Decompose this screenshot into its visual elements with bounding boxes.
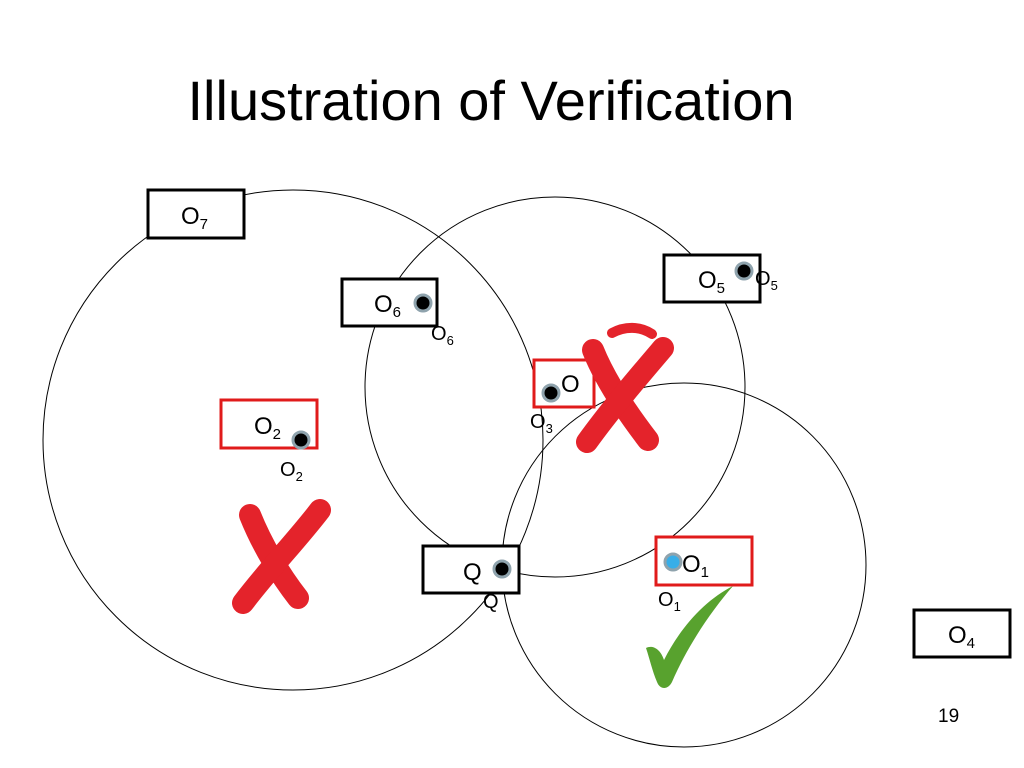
object-o4-label: O [948,622,967,649]
object-o3-point [541,383,561,403]
object-o4-box [912,608,1012,659]
object-o2-point [291,430,311,450]
svg-text:O5: O5 [755,268,778,293]
search-circle-o3 [364,196,746,578]
object-o5-point [734,261,754,281]
cross-mark-blob [607,322,657,339]
svg-text:O2: O2 [280,459,303,484]
object-o4-sub: 4 [967,635,975,652]
object-o1-point-label: O [658,589,674,611]
object-o5-label: O [698,267,717,294]
search-circle-o2 [42,189,544,691]
object-o7-sub: 7 [200,216,208,233]
object-o3-label: O [561,371,580,398]
object-o1: O1 O1 [654,535,754,614]
object-o2: O2 O2 [219,398,319,484]
object-o2-point-label: O [280,459,296,481]
svg-text:O6: O6 [431,323,454,348]
svg-text:O6: O6 [374,291,401,321]
object-o2-point-sub: 2 [296,469,303,484]
object-q-point [492,559,512,579]
svg-text:O1: O1 [658,589,681,614]
cross-mark-icon [232,499,331,614]
cross-mark-stroke-2 [232,499,331,614]
svg-text:O3: O3 [530,411,553,436]
slide-title: Illustration of Verification [187,69,795,132]
svg-text:O2: O2 [254,413,281,443]
object-o1-point [663,552,683,572]
object-o7: O7 [146,188,246,240]
object-o3-point-sub: 3 [546,421,553,436]
object-o6-sub: 6 [393,304,401,321]
svg-text:O5: O5 [698,267,725,297]
object-o5-point-label: O [755,268,771,290]
object-o7-label: O [181,203,200,230]
object-o6-point-label: O [431,323,447,345]
object-o3-point-label: O [530,411,546,433]
object-o6-point-sub: 6 [447,333,454,348]
object-o2-label: O [254,413,273,440]
object-o1-box [654,535,754,587]
cross-mark-stroke-2 [576,337,674,453]
svg-text:O4: O4 [948,622,975,652]
object-o6-label: O [374,291,393,318]
object-o3: O O3 [530,358,596,436]
cross-mark-icon [576,322,674,453]
object-o5: O5 O5 [662,253,778,304]
object-o1-sub: 1 [701,564,709,581]
object-o4: O4 [912,608,1012,659]
object-q: Q Q [421,544,521,613]
check-mark-shape [646,586,733,688]
object-o7-box [146,188,246,240]
check-mark-icon [646,586,733,688]
object-o1-label: O [682,551,701,578]
object-o5-point-sub: 5 [771,278,778,293]
object-q-label: Q [463,559,482,586]
object-o5-sub: 5 [717,280,725,297]
object-o2-sub: 2 [273,426,281,443]
svg-text:O1: O1 [682,551,709,581]
object-o1-point-sub: 1 [674,599,681,614]
object-q-point-label: Q [483,591,499,613]
object-o6-point [413,293,433,313]
svg-text:O: O [561,371,580,398]
object-o6: O6 O6 [340,277,454,348]
svg-text:O7: O7 [181,203,208,233]
slide-number: 19 [938,706,960,727]
